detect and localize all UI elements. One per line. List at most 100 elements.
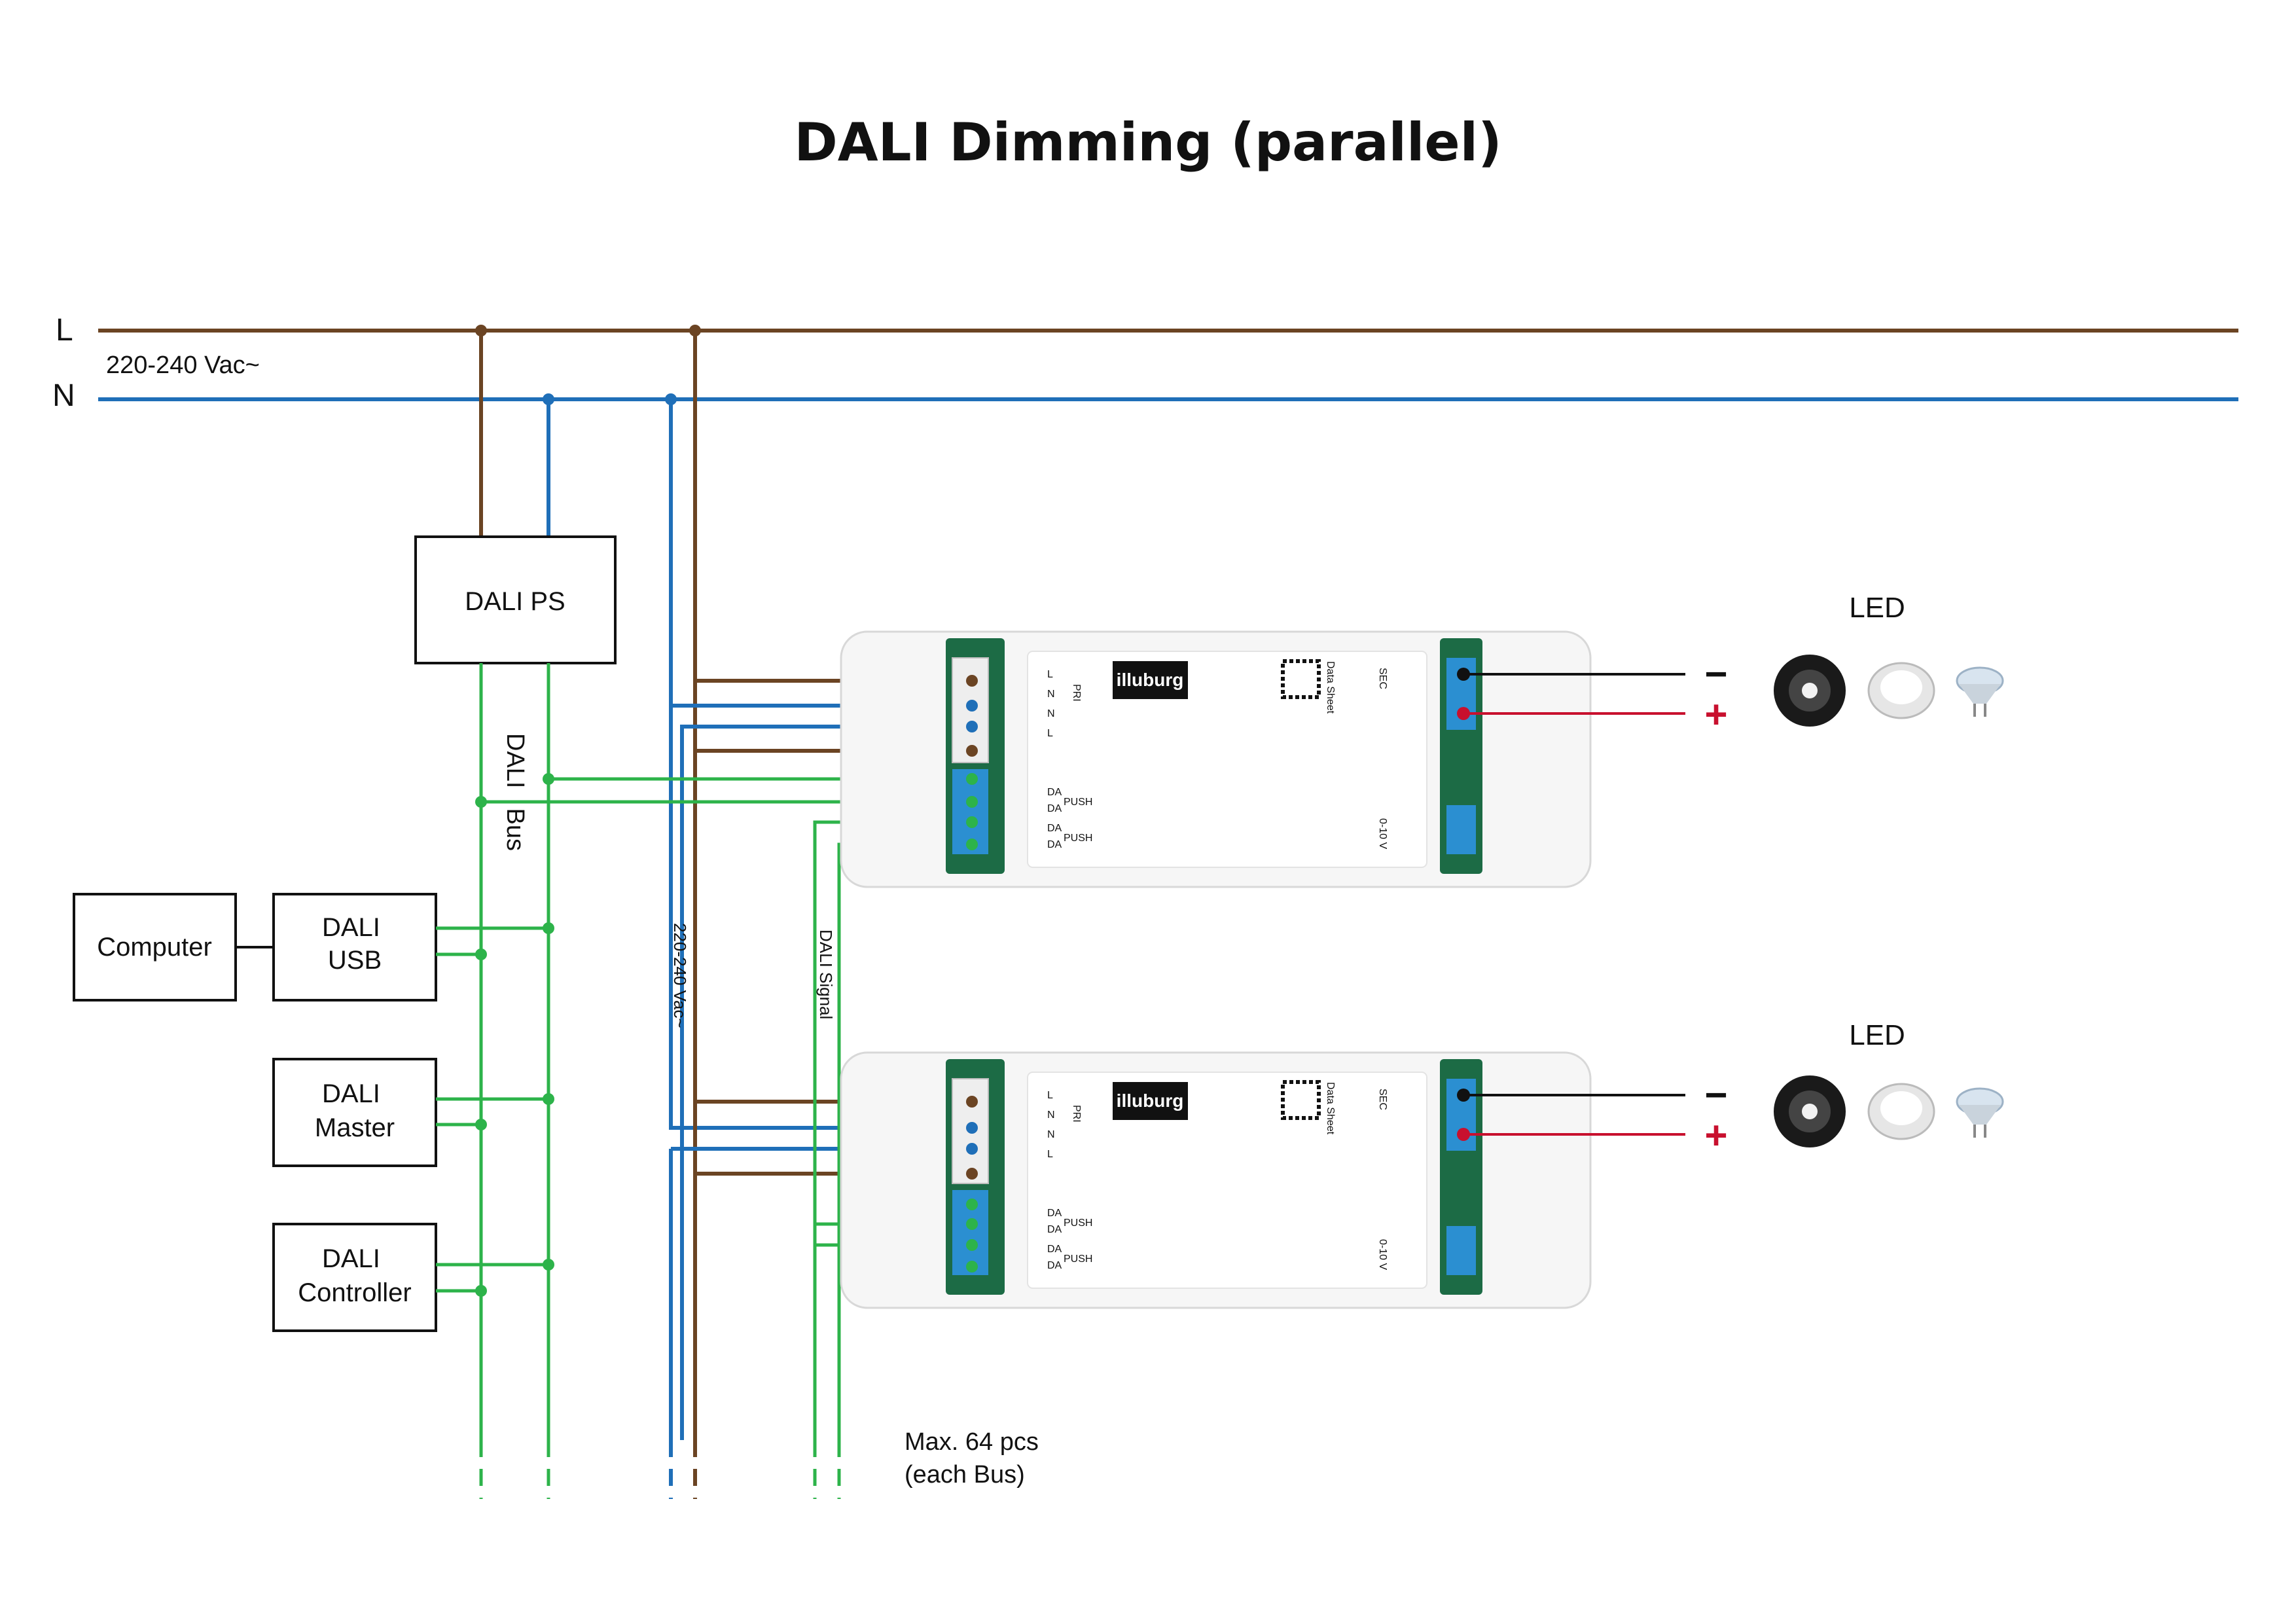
minus-sign: − xyxy=(1704,1073,1727,1117)
pin-label: N xyxy=(1047,1129,1055,1140)
push-label: PUSH xyxy=(1064,833,1092,844)
terminal-dot-dali xyxy=(966,1218,978,1230)
max-devices-note: Max. 64 pcs (each Bus) xyxy=(905,1428,1045,1489)
terminal-dot-dali xyxy=(966,1239,978,1251)
pin-label: N xyxy=(1047,689,1055,700)
sec-label: SEC xyxy=(1377,668,1388,689)
pin-label: DA xyxy=(1047,803,1062,814)
terminal-dot-neutral xyxy=(966,1143,978,1155)
pin-label: L xyxy=(1047,669,1053,680)
terminal-dot-neutral xyxy=(966,721,978,732)
terminal-dot-neutral xyxy=(966,700,978,712)
pin-label: DA xyxy=(1047,839,1062,850)
pin-label: DA xyxy=(1047,1224,1062,1235)
computer-box xyxy=(73,893,237,1001)
plus-sign: + xyxy=(1704,1113,1727,1157)
dim-terminal-blue xyxy=(1446,805,1476,854)
pri-label: PRI xyxy=(1071,684,1082,702)
pin-label: DA xyxy=(1047,1260,1062,1271)
downlight-icon xyxy=(1867,1083,1935,1140)
dali-controller-box xyxy=(272,1223,437,1332)
junction-dot xyxy=(475,948,487,960)
vertical-voltage-label: 220-240 Vac~ xyxy=(670,923,690,1028)
pin-label: DA xyxy=(1047,823,1062,834)
junction-dot xyxy=(543,773,554,785)
junction-dot xyxy=(543,1259,554,1271)
brand-logo-badge xyxy=(1113,661,1188,699)
dali-ps-box xyxy=(414,535,617,664)
junction-dot xyxy=(475,325,487,336)
junction-dot xyxy=(475,796,487,808)
terminal-dot-live xyxy=(966,675,978,687)
terminal-dot-live xyxy=(966,745,978,757)
pin-label: L xyxy=(1047,728,1053,739)
pin-label: DA xyxy=(1047,1244,1062,1255)
neutral-label: N xyxy=(52,378,75,413)
dali-ps-label: DALI PS xyxy=(465,587,565,616)
driver-label-panel xyxy=(1027,651,1427,868)
push-label: PUSH xyxy=(1064,1218,1092,1229)
led-driver-1: illuburg Data Sheet PRI SEC L N N L DA D… xyxy=(840,630,1592,888)
dim-terminal-blue xyxy=(1446,1226,1476,1275)
qr-caption: Data Sheet xyxy=(1325,1082,1336,1135)
mr16-bulb-icon xyxy=(1956,1087,2004,1138)
junction-dot xyxy=(475,1285,487,1297)
terminal-dot-dali xyxy=(966,816,978,828)
junction-dot xyxy=(543,1093,554,1105)
dim-label: 0-10 V xyxy=(1377,1239,1388,1270)
junction-dot xyxy=(543,922,554,934)
brand-logo: illuburg xyxy=(1117,670,1184,690)
pin-label: L xyxy=(1047,1149,1053,1160)
terminal-dot-dali xyxy=(966,1199,978,1210)
terminal-dot-dali xyxy=(966,796,978,808)
junction-dot xyxy=(543,393,554,405)
junction-dot xyxy=(689,325,701,336)
dali-usb-box xyxy=(272,893,437,1001)
live-label: L xyxy=(56,313,73,348)
junction-dot xyxy=(665,393,677,405)
live-drop-drivers xyxy=(693,331,972,683)
diagram-title: DALI Dimming (parallel) xyxy=(794,112,1501,173)
push-label: PUSH xyxy=(1064,1254,1092,1265)
qr-code xyxy=(1281,659,1321,699)
downlight-icon xyxy=(1867,662,1935,719)
led-strip-reel-icon xyxy=(1774,1075,1846,1147)
terminal-dot-live xyxy=(966,1168,978,1180)
terminal-dot-neutral xyxy=(966,1122,978,1134)
dali-master-box xyxy=(272,1058,437,1167)
qr-caption: Data Sheet xyxy=(1325,661,1336,714)
led-driver-2: illuburg Data Sheet PRI SEC L N N L DA D… xyxy=(840,1051,1592,1309)
pin-label: N xyxy=(1047,1110,1055,1121)
qr-code xyxy=(1281,1080,1321,1120)
terminal-dot-live xyxy=(966,1096,978,1108)
dali-usb-label: DALI USB xyxy=(322,913,387,975)
terminal-dot-dali xyxy=(966,839,978,850)
dali-signal-label: DALI Signal xyxy=(816,929,836,1019)
pri-label: PRI xyxy=(1071,1105,1082,1123)
plus-sign: + xyxy=(1704,693,1727,736)
mains-voltage-label: 220-240 Vac~ xyxy=(106,352,260,379)
pin-label: DA xyxy=(1047,787,1062,798)
brand-logo-badge xyxy=(1113,1082,1188,1120)
mr16-bulb-icon xyxy=(1956,666,2004,717)
dali-bus-label: DALIBus xyxy=(501,733,529,851)
dali-master-label: DALI Master xyxy=(315,1079,395,1142)
terminal-dot-dali xyxy=(966,1261,978,1272)
pin-label: L xyxy=(1047,1090,1053,1101)
junction-dot xyxy=(475,1119,487,1130)
dali-controller-label: DALI Controller xyxy=(298,1244,411,1307)
brand-logo: illuburg xyxy=(1117,1091,1184,1111)
pin-label: DA xyxy=(1047,1208,1062,1219)
push-label: PUSH xyxy=(1064,797,1092,808)
led-label: LED xyxy=(1849,592,1905,624)
pin-label: N xyxy=(1047,708,1055,719)
led-label: LED xyxy=(1849,1019,1905,1051)
dim-label: 0-10 V xyxy=(1377,818,1388,849)
computer-label: Computer xyxy=(97,933,212,962)
terminal-dot-dali xyxy=(966,773,978,785)
sec-label: SEC xyxy=(1377,1089,1388,1110)
driver-label-panel xyxy=(1027,1072,1427,1289)
minus-sign: − xyxy=(1704,652,1727,696)
led-strip-reel-icon xyxy=(1774,655,1846,727)
